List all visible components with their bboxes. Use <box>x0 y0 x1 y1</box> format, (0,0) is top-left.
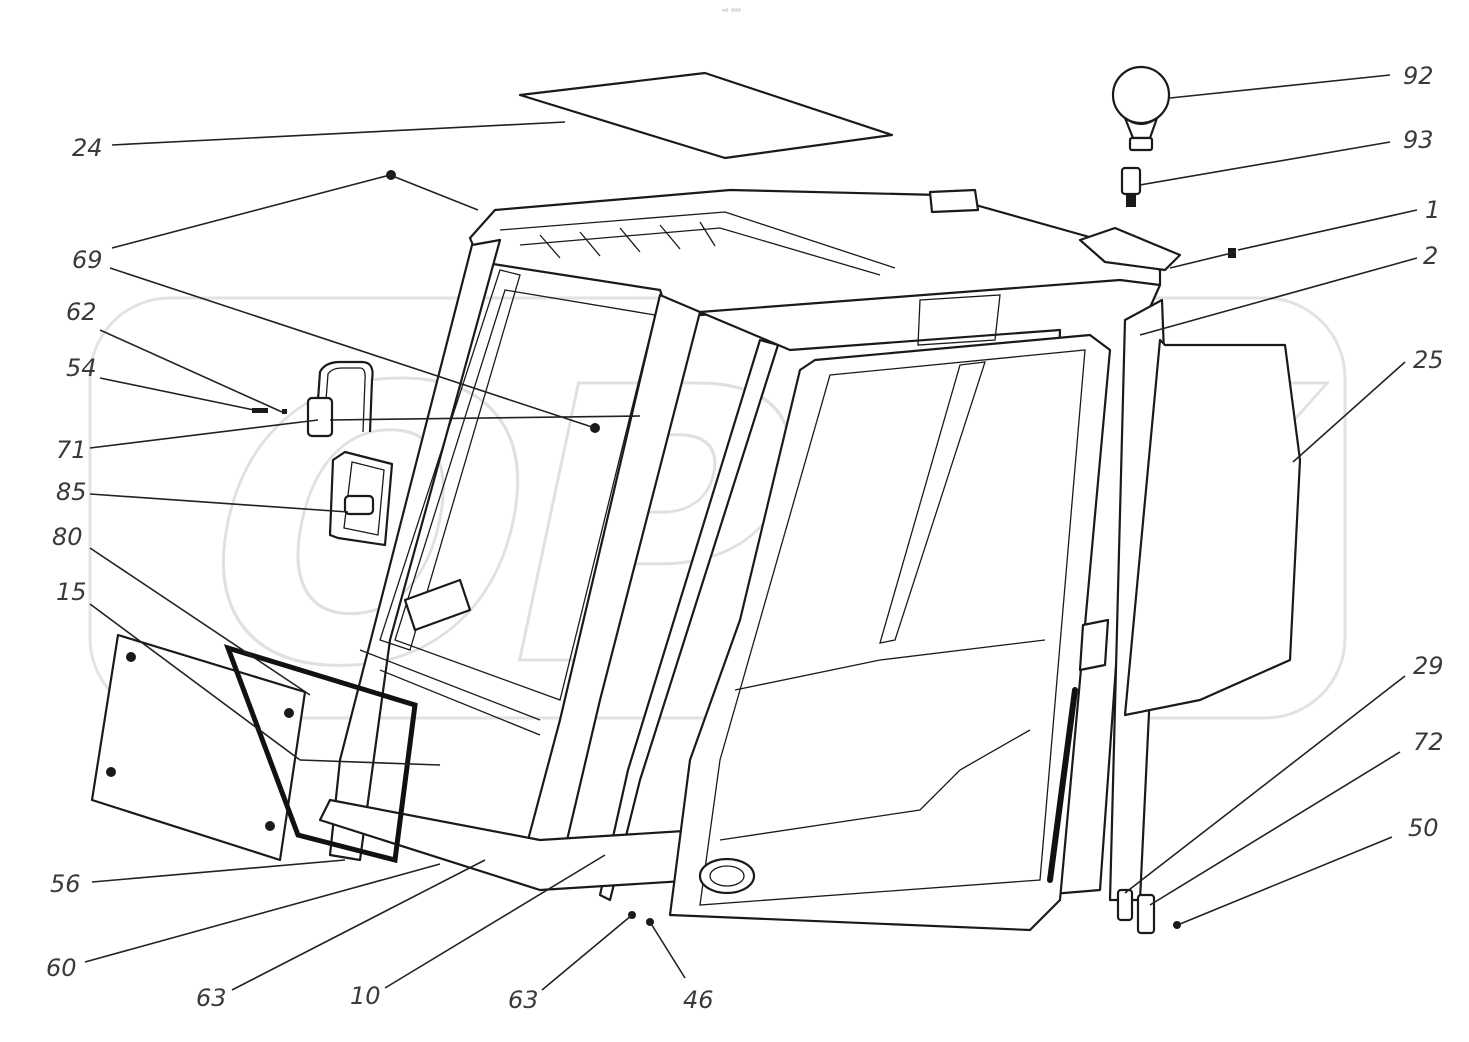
callout-labels: 24 69 69 62 54 71 85 80 15 56 60 63 10 6… <box>46 62 1444 1014</box>
callout-93: 93 <box>1403 126 1434 154</box>
callout-63-right: 63 <box>508 986 539 1014</box>
callout-29: 29 <box>1413 652 1444 680</box>
callout-10: 10 <box>350 982 381 1010</box>
callout-72: 72 <box>1413 728 1444 756</box>
callout-85: 85 <box>56 478 87 506</box>
callout-15: 15 <box>56 578 87 606</box>
callout-62: 62 <box>66 298 97 326</box>
callout-71: 71 <box>56 436 87 464</box>
mirror-assembly <box>306 360 394 547</box>
leader-lines <box>84 74 1418 991</box>
left-glass-panel <box>90 633 307 862</box>
pin-54 <box>252 408 268 413</box>
callout-69: 69 <box>72 246 103 274</box>
callout-46: 46 <box>683 986 714 1014</box>
callout-60: 60 <box>46 954 77 982</box>
callout-25: 25 <box>1413 346 1444 374</box>
callout-54: 54 <box>66 354 97 382</box>
callout-92: 92 <box>1403 62 1434 90</box>
glass-seal <box>223 644 418 864</box>
callout-80: 80 <box>52 523 83 551</box>
callout-24: 24 <box>72 134 103 162</box>
callout-2: 2 <box>1423 242 1438 270</box>
callout-1: 1 <box>1425 196 1440 224</box>
pin-62 <box>282 409 287 414</box>
header-mark: ᵒ⁰ ⁰⁰⁰ <box>722 7 741 16</box>
callout-50: 50 <box>1408 814 1439 842</box>
cab-frame <box>318 188 1302 932</box>
side-glass <box>1123 338 1302 717</box>
callout-56: 56 <box>50 870 81 898</box>
roof-glass <box>518 71 894 160</box>
callout-63-left: 63 <box>196 984 227 1012</box>
beacon-lamp <box>1111 65 1171 207</box>
